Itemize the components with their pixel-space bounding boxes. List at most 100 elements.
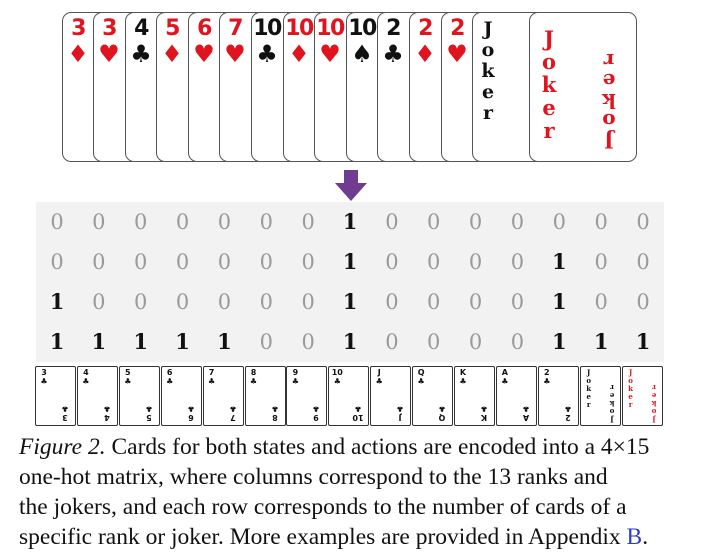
club-icon: ♣ <box>270 404 279 413</box>
matrix-cell: 1 <box>342 209 358 234</box>
suit-icon: ♦ <box>161 40 183 68</box>
card-rank: 6 <box>187 413 194 422</box>
suit-icon: ♥ <box>446 40 468 68</box>
matrix-cell: 1 <box>552 329 567 354</box>
rank-card: J♣J♣ <box>370 366 412 426</box>
matrix-cell: 0 <box>175 290 190 314</box>
rank-card: K♣K♣ <box>454 366 495 426</box>
joker-letter: J <box>604 129 614 153</box>
joker-letter: k <box>628 384 634 393</box>
rank-card: 4♣ 4♣ <box>76 366 118 426</box>
club-icon: ♣ <box>124 377 132 386</box>
club-icon: ♣ <box>208 377 216 386</box>
card-corner: 7♥ <box>220 16 250 68</box>
card-corner: 6♣ <box>164 368 176 386</box>
club-icon: ♣ <box>166 377 174 386</box>
rank-card: 7♣7♣ <box>202 366 244 426</box>
club-icon: ♣ <box>312 404 320 413</box>
joker-letter: r <box>603 49 615 73</box>
joker-letter: e <box>602 69 616 93</box>
matrix-cell: 0 <box>175 210 190 234</box>
club-icon: ♣ <box>229 404 237 413</box>
club-icon: ♣ <box>82 377 90 386</box>
card-rank: 3 <box>62 413 68 422</box>
matrix-cell: 0 <box>594 290 608 314</box>
card-rank: 2 <box>450 16 465 41</box>
club-icon: ♣ <box>354 404 362 413</box>
card-corner-rotated: 8♣ <box>269 404 281 422</box>
joker-letter: r <box>586 400 591 409</box>
card-corner: 8♣ <box>248 368 260 386</box>
card-rank: K <box>480 413 488 422</box>
suit-icon: ♦ <box>67 40 89 68</box>
matrix-cell: 0 <box>468 290 483 314</box>
card-rank: A <box>501 368 508 377</box>
card-corner: 3♣ <box>38 368 50 386</box>
club-icon: ♣ <box>501 377 509 386</box>
suit-icon: ♥ <box>319 40 341 68</box>
card-rank: 4 <box>83 368 89 377</box>
card-corner: 5♣ <box>122 368 134 386</box>
card-corner: 10♣ <box>252 16 282 68</box>
card-rank: 10 <box>316 16 345 41</box>
card-corner-rotated: 6♣ <box>185 404 197 422</box>
matrix-cell: 0 <box>301 330 315 354</box>
card-corner-rotated: K♣ <box>478 404 490 422</box>
joker-letter: o <box>541 49 556 74</box>
card-rank: 7 <box>228 16 243 41</box>
joker-letter: k <box>586 384 592 393</box>
joker-letter: J <box>544 26 554 51</box>
card-corner-rotated: 4♣ <box>101 404 113 422</box>
card-rank: 5 <box>146 413 152 422</box>
matrix-cell: 0 <box>510 250 525 274</box>
club-icon: ♣ <box>61 404 69 413</box>
club-icon: ♣ <box>40 377 48 386</box>
club-icon: ♣ <box>522 404 530 413</box>
club-icon: ♣ <box>249 377 258 386</box>
suit-icon: ♦ <box>414 40 436 68</box>
joker-letter: k <box>602 89 616 113</box>
card-rank: 2 <box>565 413 571 422</box>
card-rank: 3 <box>71 16 86 41</box>
card-corner: 10♣ <box>331 368 343 386</box>
suit-icon: ♠ <box>351 40 373 68</box>
appendix-link[interactable]: B <box>626 524 643 550</box>
matrix-cell: 0 <box>301 210 315 234</box>
card-rank: 6 <box>166 368 173 377</box>
matrix-cell: 0 <box>301 290 315 314</box>
matrix-cell: 1 <box>635 329 651 354</box>
joker-letter: J <box>483 18 493 40</box>
card-rank: 8 <box>271 413 278 422</box>
matrix-cell: 1 <box>342 249 358 274</box>
card-corner-rotated: 7♣ <box>227 404 239 422</box>
matrix-cell: 0 <box>217 290 232 314</box>
matrix-cell: 0 <box>259 250 273 274</box>
joker-letter: k <box>609 399 615 408</box>
joker-letter: r <box>628 400 633 409</box>
matrix-cell: 0 <box>427 210 441 234</box>
club-icon: ♣ <box>438 404 446 413</box>
card-rank: 3 <box>41 368 47 377</box>
suit-icon: ♦ <box>288 40 310 68</box>
card-rank: Q <box>417 368 425 377</box>
card-rank: 2 <box>386 16 401 41</box>
matrix-cell: 0 <box>217 210 232 234</box>
card-corner-rotated: 10♣ <box>352 404 364 422</box>
suit-icon: ♥ <box>224 40 246 68</box>
joker-letter: o <box>651 407 656 416</box>
card-corner: 10♠ <box>347 17 377 68</box>
joker-letter: o <box>481 39 495 61</box>
figure-label: Figure 2. <box>19 434 106 460</box>
card-rank: 7 <box>208 368 215 377</box>
matrix-cell: 0 <box>175 250 190 274</box>
card-rank: 10 <box>253 16 282 41</box>
matrix-cell: 0 <box>259 330 273 354</box>
card-corner: 5♦ <box>157 17 187 68</box>
suit-icon: ♣ <box>382 40 404 68</box>
joker-letter: e <box>651 391 656 400</box>
